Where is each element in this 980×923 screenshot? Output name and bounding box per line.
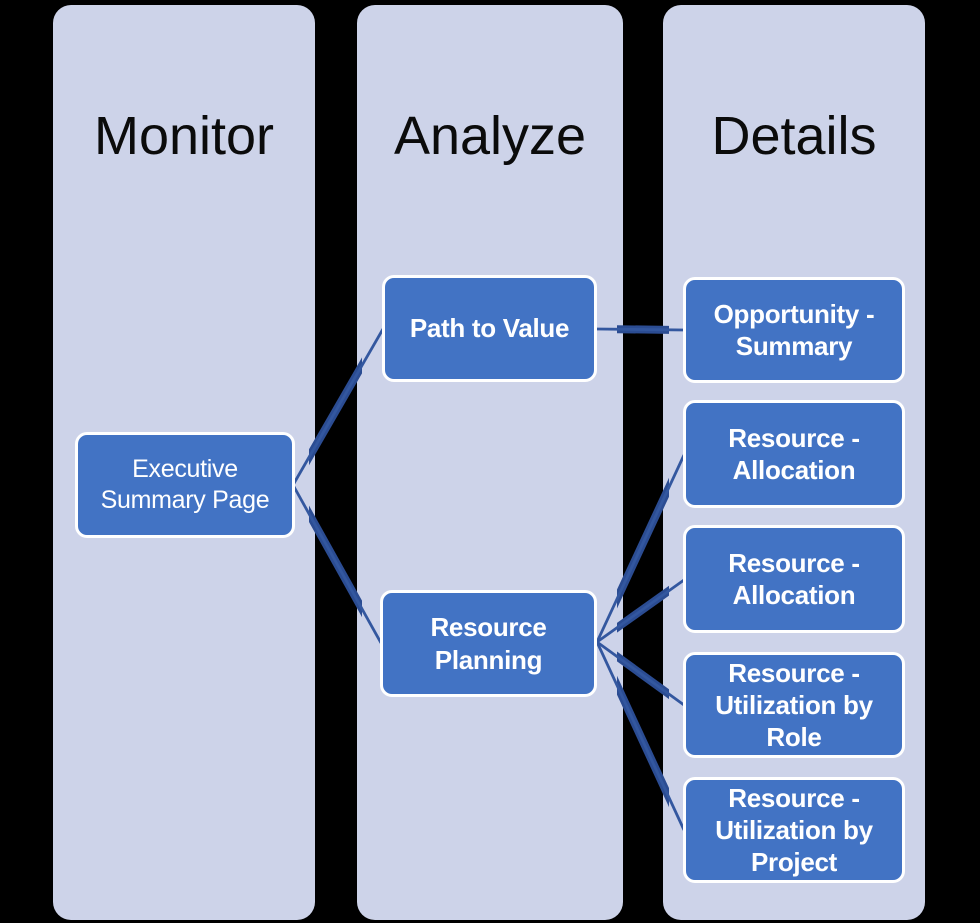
node-path-to-value[interactable]: Path to Value bbox=[382, 275, 597, 382]
node-label: Opportunity - Summary bbox=[713, 298, 875, 361]
node-opportunity-summary[interactable]: Opportunity - Summary bbox=[683, 277, 905, 383]
column-title-analyze: Analyze bbox=[393, 106, 587, 166]
column-title-details: Details bbox=[711, 106, 877, 166]
connector-thin-lines bbox=[291, 327, 686, 831]
node-label: Path to Value bbox=[409, 313, 570, 344]
column-analyze: Analyze bbox=[357, 5, 623, 920]
node-resource-allocation-2[interactable]: Resource - Allocation bbox=[683, 525, 905, 633]
node-resource-utilization-by-role[interactable]: Resource - Utilization by Role bbox=[683, 652, 905, 758]
connector-exec-to-resource-planning bbox=[291, 484, 383, 644]
node-resource-planning[interactable]: Resource Planning bbox=[380, 590, 597, 697]
node-label: Resource - Utilization by Project bbox=[715, 782, 873, 878]
node-label: Executive Summary Page bbox=[100, 455, 270, 514]
connector-rp-to-utilization-role bbox=[596, 640, 685, 707]
node-executive-summary-page[interactable]: Executive Summary Page bbox=[75, 432, 295, 538]
node-resource-utilization-by-project[interactable]: Resource - Utilization by Project bbox=[683, 777, 905, 883]
connector-path-to-opportunity bbox=[596, 327, 685, 332]
node-label: Resource - Allocation bbox=[728, 547, 860, 610]
connector-rp-to-allocation2 bbox=[596, 578, 685, 644]
column-title-monitor: Monitor bbox=[93, 106, 275, 166]
connector-exec-to-path bbox=[291, 328, 385, 486]
node-label: Resource - Allocation bbox=[728, 422, 860, 485]
connector-rp-to-allocation1 bbox=[595, 454, 686, 643]
node-label: Resource - Utilization by Role bbox=[715, 657, 873, 753]
node-label: Resource Planning bbox=[430, 612, 547, 675]
node-resource-allocation-1[interactable]: Resource - Allocation bbox=[683, 400, 905, 508]
connector-rp-to-utilization-project bbox=[595, 641, 686, 831]
